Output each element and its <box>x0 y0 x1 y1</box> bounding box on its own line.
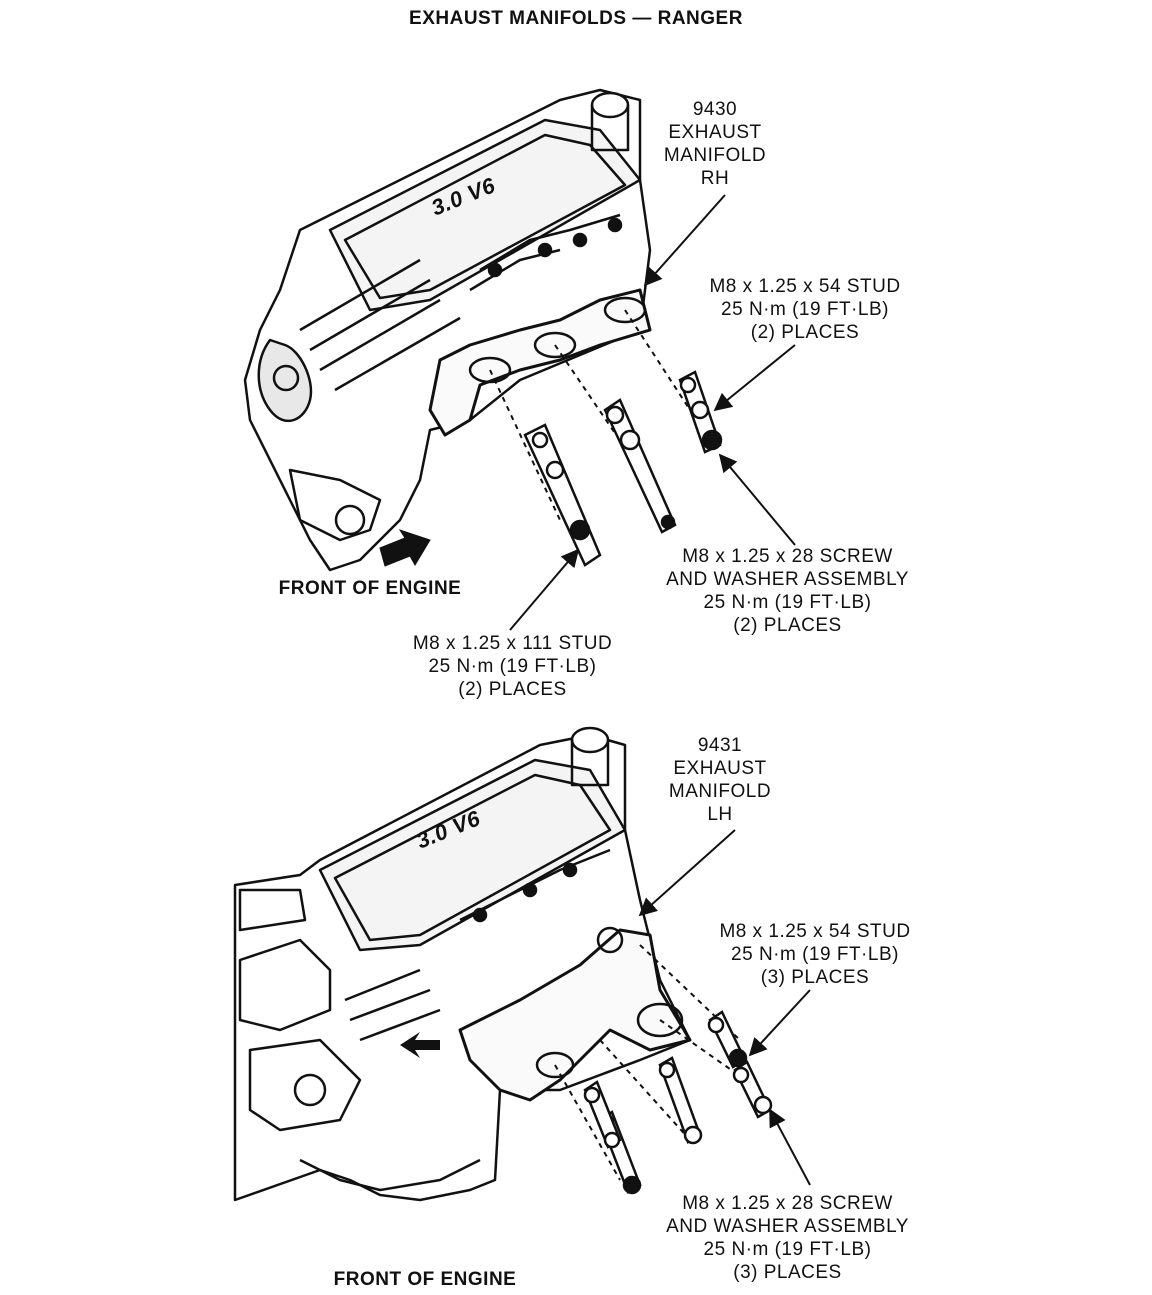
top-manifold-leader <box>643 194 726 287</box>
bottom-stud-short-leader <box>748 989 811 1057</box>
bottom-manifold-leader <box>638 829 736 917</box>
top-valve-cover <box>328 118 642 312</box>
top-screw-leader <box>718 453 796 546</box>
bottom-screw-3 <box>658 1056 703 1145</box>
bottom-manifold-label: 9431 EXHAUST MANIFOLD LH <box>668 735 772 825</box>
top-stud-long-label: M8 x 1.25 x 111 STUD 25 N·m (19 FT·LB) (… <box>412 633 613 700</box>
top-short-stud-1 <box>678 370 723 454</box>
bottom-oil-filler <box>570 726 610 754</box>
bottom-stud-1 <box>707 1010 748 1069</box>
bottom-engine-drawing <box>233 726 761 1202</box>
top-manifold-label: 9430 EXHAUST MANIFOLD RH <box>663 99 767 189</box>
diagram-title: EXHAUST MANIFOLDS — RANGER <box>409 8 743 29</box>
top-screw-1 <box>603 398 677 534</box>
top-exhaust-manifold-rh <box>428 288 652 437</box>
bottom-fasteners <box>583 1010 773 1195</box>
top-long-stud-1 <box>523 423 602 567</box>
top-stud-long-leader <box>509 548 580 631</box>
top-engine-block <box>243 88 652 572</box>
bottom-valve-cover <box>318 758 627 952</box>
bottom-screw-label: M8 x 1.25 x 28 SCREW AND WASHER ASSEMBLY… <box>666 1193 909 1283</box>
top-fasteners <box>523 370 723 567</box>
top-engine-drawing <box>243 88 691 572</box>
top-front-of-engine-label: FRONT OF ENGINE <box>278 578 462 599</box>
bottom-front-arrow-icon <box>400 1032 440 1058</box>
bottom-stud-2 <box>732 1060 773 1119</box>
bottom-stud-short-label: M8 x 1.25 x 54 STUD 25 N·m (19 FT·LB) (3… <box>719 921 911 988</box>
top-oil-filler <box>590 91 630 119</box>
top-screw-label: M8 x 1.25 x 28 SCREW AND WASHER ASSEMBLY… <box>666 546 909 636</box>
bottom-screw-leader <box>769 1108 811 1186</box>
bottom-exhaust-manifold-lh <box>458 928 692 1102</box>
bottom-front-of-engine-label: FRONT OF ENGINE <box>333 1269 517 1290</box>
top-stud-short-label: M8 x 1.25 x 54 STUD 25 N·m (19 FT·LB) (2… <box>709 276 901 343</box>
top-front-arrow-icon <box>379 529 431 567</box>
top-stud-short-leader <box>713 344 796 412</box>
bottom-screw-2 <box>583 1080 622 1149</box>
